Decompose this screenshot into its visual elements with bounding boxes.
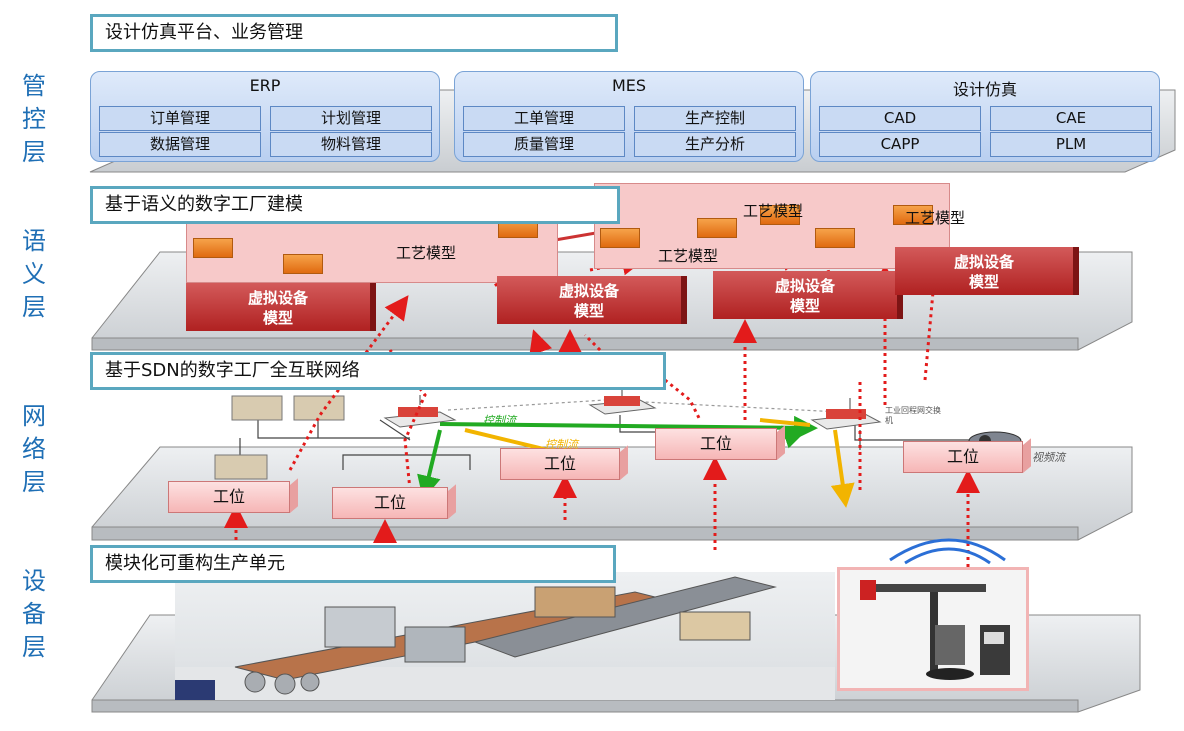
layer-label-char: 语: [22, 227, 46, 255]
process-model-label: 工艺模型: [905, 209, 966, 227]
process-node: [815, 228, 855, 248]
station: 工位: [500, 448, 620, 480]
layer-label-char: 备: [22, 600, 46, 628]
process-node: [760, 205, 800, 225]
device-title: 模块化可重构生产单元: [90, 545, 616, 583]
virtual-device-label: 虚拟设备模型: [248, 289, 309, 327]
semantic-model-area: [594, 183, 950, 269]
platform-title: 设计仿真平台、业务管理: [90, 14, 618, 52]
production-line-image: [175, 572, 835, 700]
layer-label-char: 层: [22, 293, 46, 321]
layer-label-network: 网络层: [14, 400, 54, 499]
switch-caption: 工业回程网交换机: [885, 406, 941, 425]
layer-label-device: 设备层: [14, 565, 54, 664]
station: 工位: [168, 481, 290, 513]
process-model-label: 工艺模型: [396, 244, 457, 262]
virtual-device-label: 虚拟设备模型: [775, 277, 836, 315]
process-node: [893, 205, 933, 225]
erp-title: ERP: [249, 76, 281, 95]
control-stream-label: 控制流: [483, 414, 516, 427]
process-model-label: 工艺模型: [658, 247, 719, 265]
welding-robot-image: [837, 567, 1029, 691]
control-stream-label: 控制流: [545, 438, 578, 451]
switch-icon: [383, 395, 457, 428]
switch-icon: [810, 398, 882, 430]
layer-label-char: 层: [22, 468, 46, 496]
virtual-device-model: 虚拟设备模型: [497, 276, 687, 324]
design-sim-item: CAE: [990, 106, 1152, 131]
design-sim-item: CAPP: [819, 132, 981, 157]
layer-label-char: 网: [22, 402, 46, 430]
network-title: 基于SDN的数字工厂全互联网络: [90, 352, 666, 390]
virtual-device-model: 虚拟设备模型: [895, 247, 1079, 295]
design-sim-panel: 设计仿真 CAD CAE CAPP PLM: [810, 71, 1160, 162]
design-sim-title: 设计仿真: [952, 80, 1017, 99]
mes-item: 生产分析: [634, 132, 796, 157]
layer-label-char: 控: [22, 105, 46, 133]
layer-label-management: 管控层: [14, 70, 54, 169]
process-node: [600, 228, 640, 248]
server-icon: [214, 395, 345, 480]
mes-item: 质量管理: [463, 132, 625, 157]
mes-item: 生产控制: [634, 106, 796, 131]
process-node: [193, 238, 233, 258]
erp-item: 物料管理: [270, 132, 432, 157]
layer-label-char: 层: [22, 633, 46, 661]
layer-label-char: 层: [22, 138, 46, 166]
virtual-device-label: 虚拟设备模型: [559, 282, 620, 320]
erp-item: 数据管理: [99, 132, 261, 157]
layer-label-char: 义: [22, 260, 46, 288]
station: 工位: [655, 428, 777, 460]
erp-item: 订单管理: [99, 106, 261, 131]
virtual-device-model: 虚拟设备模型: [713, 271, 903, 319]
virtual-device-label: 虚拟设备模型: [954, 253, 1015, 291]
station: 工位: [903, 441, 1023, 473]
video-stream-label: 视频流: [1032, 451, 1065, 464]
process-node: [697, 218, 737, 238]
process-node: [283, 254, 323, 274]
mes-title: MES: [611, 76, 647, 95]
design-sim-item: CAD: [819, 106, 981, 131]
mes-item: 工单管理: [463, 106, 625, 131]
production-line-drawing: [175, 576, 835, 700]
design-sim-item: PLM: [990, 132, 1152, 157]
layer-label-char: 设: [22, 567, 46, 595]
layer-label-char: 管: [22, 72, 46, 100]
process-model-label: 工艺模型: [743, 202, 804, 220]
erp-panel: ERP 订单管理 计划管理 数据管理 物料管理: [90, 71, 440, 162]
station: 工位: [332, 487, 448, 519]
layer-label-char: 络: [22, 435, 46, 463]
welding-robot-drawing: [840, 570, 1026, 688]
mes-panel: MES 工单管理 生产控制 质量管理 生产分析: [454, 71, 804, 162]
layer-label-semantic: 语义层: [14, 225, 54, 324]
virtual-device-model: 虚拟设备模型: [186, 283, 376, 331]
erp-item: 计划管理: [270, 106, 432, 131]
semantic-title: 基于语义的数字工厂建模: [90, 186, 620, 224]
